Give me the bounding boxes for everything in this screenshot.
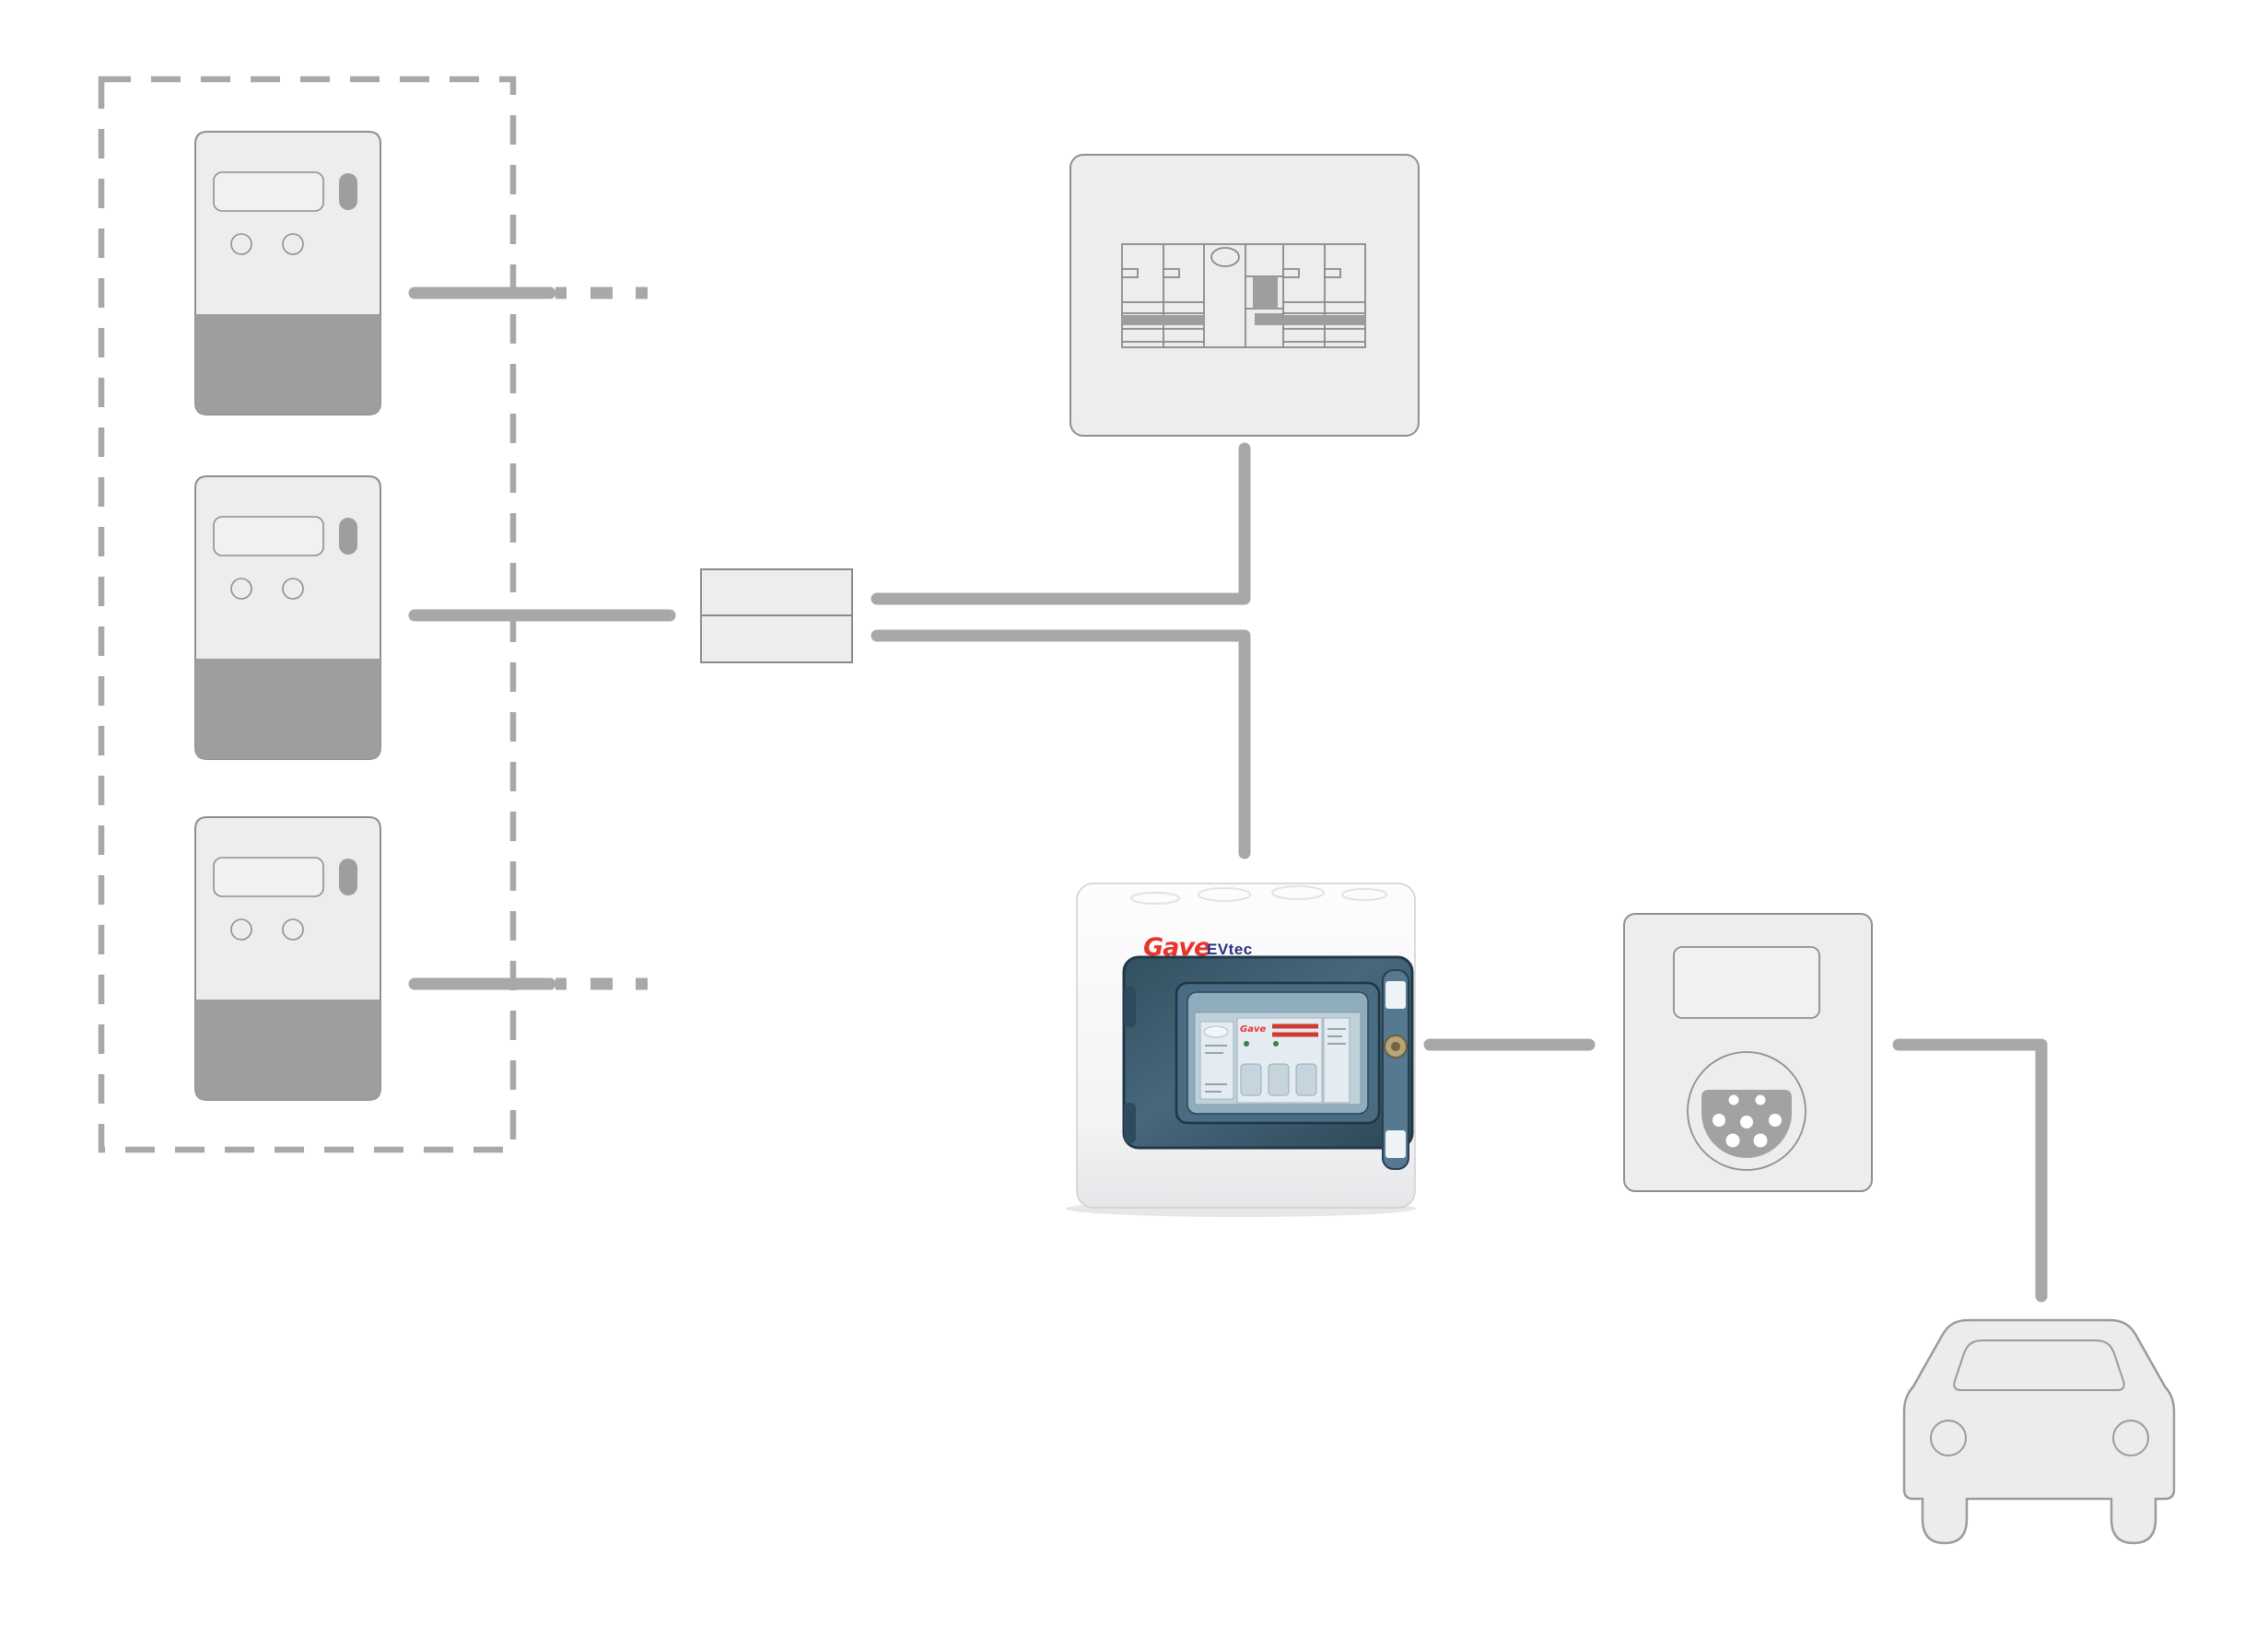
socket-pin (1713, 1114, 1725, 1127)
panel-body (1070, 154, 1420, 437)
meter-terminal-cover (195, 659, 380, 759)
electric-car (1902, 1318, 2176, 1545)
spd-module (1323, 1017, 1350, 1104)
meter-display (213, 516, 324, 556)
meter-indicator (339, 859, 357, 895)
rcd-band-segment (1255, 313, 1282, 325)
socket-pin (1740, 1116, 1753, 1129)
junction-terminal-block (700, 568, 853, 663)
cover-clip (1385, 981, 1406, 1009)
cover-clip (1385, 1130, 1406, 1158)
breaker-switch-tab (1324, 268, 1341, 278)
breaker-red-bars (1272, 1023, 1318, 1037)
evtec-product-text: EVtec (1207, 941, 1253, 958)
breaker-toggle (1295, 1063, 1317, 1096)
socket-pin (1725, 1133, 1740, 1148)
meter-display (213, 857, 324, 897)
meter-terminal-cover (195, 314, 380, 415)
cover-lock-column (1382, 969, 1409, 1170)
spd-text-lines (1327, 1028, 1346, 1045)
breaker-switch-tab (1163, 268, 1180, 278)
breaker-led (1273, 1041, 1279, 1047)
distribution-breaker-panel (1070, 154, 1420, 437)
breaker-switch-tab (1121, 268, 1139, 278)
breaker-toggle (1268, 1063, 1290, 1096)
socket-pin (1755, 1094, 1766, 1105)
breaker-toggle (1240, 1063, 1262, 1096)
electricity-meter-3 (194, 816, 381, 1101)
junction-cell-top (700, 568, 853, 616)
junction-cell-bottom (700, 614, 853, 663)
meter-button (230, 233, 252, 255)
cover-hinge-tab (1124, 987, 1136, 1027)
breaker-switch-tab (1282, 268, 1300, 278)
car-headlight (1930, 1420, 1967, 1456)
evtec-enclosure: Gave EVtec Gave (1066, 883, 1416, 1217)
electricity-meter-2 (194, 475, 381, 760)
junction-to-breaker-line (871, 442, 1251, 605)
meter-button (282, 578, 304, 600)
meter-button (282, 918, 304, 941)
cover-hinge-tab (1124, 1103, 1136, 1143)
connection-lines (408, 287, 2048, 1303)
meter-indicator (339, 518, 357, 555)
socket-pin (1753, 1133, 1768, 1148)
junction-to-evtec-line (871, 629, 1251, 860)
rcd-label-oval (1203, 1025, 1229, 1038)
rcd-text-lines (1205, 1045, 1227, 1093)
car-headlight (2112, 1420, 2149, 1456)
meter-terminal-cover (195, 1000, 380, 1100)
rcd-switch-block (1253, 276, 1278, 309)
socket-pin (1769, 1114, 1782, 1127)
enclosure-knockouts (1130, 885, 1387, 905)
meter-display (213, 171, 324, 212)
wallbox-to-car-line (1892, 1038, 2048, 1303)
meter-indicator (339, 173, 357, 210)
breaker-brand-text: Gave (1240, 1024, 1266, 1035)
breaker-dark-band (1122, 315, 1204, 325)
breaker-dark-band (1283, 315, 1365, 325)
cover-lock-core (1391, 1042, 1400, 1051)
meter-button (230, 918, 252, 941)
car-windshield (1953, 1339, 2125, 1391)
meter-button (230, 578, 252, 600)
socket-pin (1728, 1094, 1739, 1105)
breaker-row-outline (1121, 243, 1366, 348)
wallbox-display (1673, 946, 1820, 1019)
breaker-module-dividers (1163, 244, 1326, 347)
electricity-meter-1 (194, 131, 381, 415)
breaker-led (1244, 1041, 1249, 1047)
rcd-test-oval (1210, 247, 1240, 267)
meter-button (282, 233, 304, 255)
ev-charging-wallbox (1623, 913, 1873, 1192)
